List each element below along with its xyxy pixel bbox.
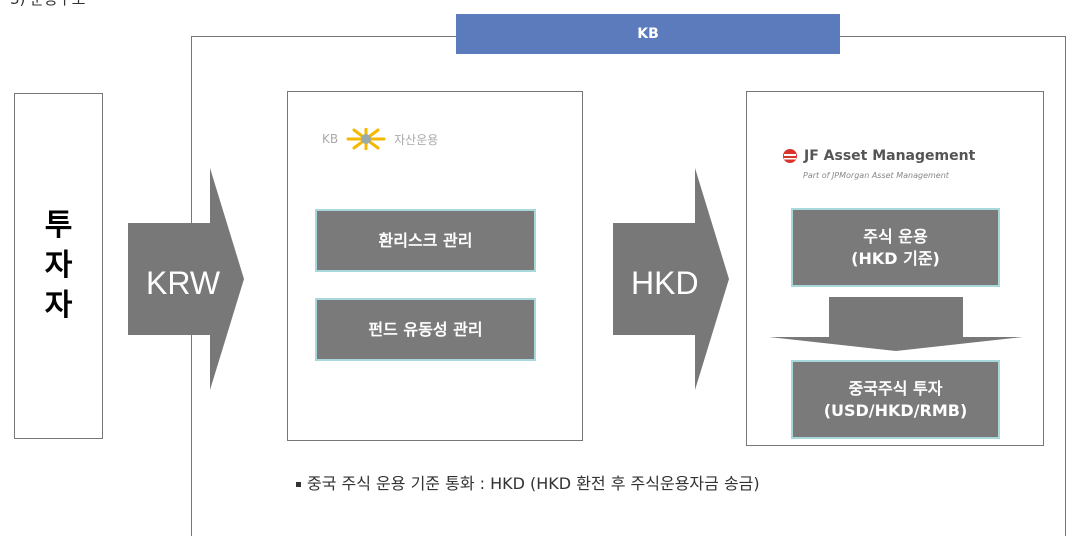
jf-logo: JF Asset Management — [782, 148, 975, 164]
krw-arrow — [128, 168, 244, 390]
currency-note: 중국 주식 운용 기준 통화 : HKD (HKD 환전 후 주식운용자금 송금… — [296, 470, 760, 494]
stock-operation-line1: 주식 운용 — [863, 226, 928, 246]
kb-star-icon — [346, 128, 386, 150]
hkd-arrow-label: HKD — [631, 265, 699, 301]
fx-risk-box: 환리스크 관리 — [315, 209, 536, 272]
fx-risk-label: 환리스크 관리 — [378, 230, 473, 250]
kb-logo-text: KB — [322, 132, 339, 146]
jf-logo-subtext: Part of JPMorgan Asset Management — [803, 171, 949, 180]
investor-box: 투자자 — [14, 93, 103, 439]
down-arrow — [769, 297, 1023, 351]
china-investment-box: 중국주식 투자 (USD/HKD/RMB) — [791, 360, 1000, 439]
stock-operation-box: 주식 운용 (HKD 기준) — [791, 208, 1000, 287]
liquidity-box: 펀드 유동성 관리 — [315, 298, 536, 361]
china-investment-line1: 중국주식 투자 — [848, 378, 943, 398]
hkd-arrow — [613, 168, 729, 390]
china-investment-line2: (USD/HKD/RMB) — [823, 400, 968, 420]
currency-note-text: 중국 주식 운용 기준 통화 : HKD (HKD 환전 후 주식운용자금 송금… — [307, 474, 760, 493]
kb-logo: KB 자산운용 — [322, 128, 438, 150]
jf-logo-icon — [783, 149, 797, 163]
stock-operation-line2: (HKD 기준) — [851, 248, 940, 268]
krw-arrow-label: KRW — [146, 265, 221, 301]
liquidity-label: 펀드 유동성 관리 — [368, 319, 483, 339]
kb-header-bar: KB — [456, 14, 840, 54]
kb-logo-subtext: 자산운용 — [394, 132, 439, 147]
jf-logo-text: JF Asset Management — [804, 148, 976, 164]
investor-label: 투자자 — [44, 208, 73, 323]
bullet-icon — [296, 482, 301, 487]
kb-header-label: KB — [637, 26, 659, 42]
section-title: 3) 운용구조 — [10, 0, 85, 9]
